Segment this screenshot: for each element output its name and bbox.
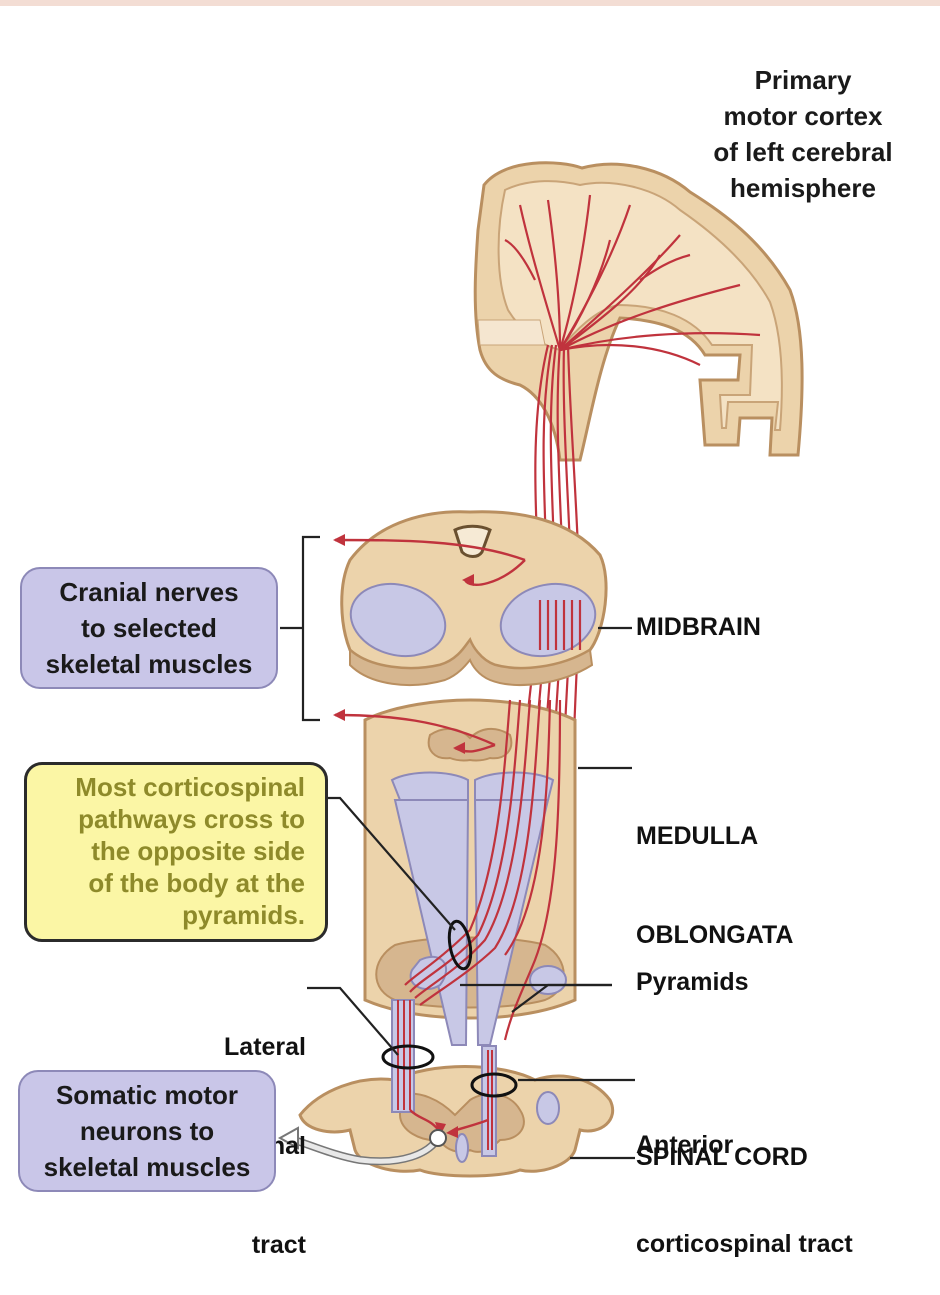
medulla-line: OBLONGATA xyxy=(636,921,794,949)
cortex-label-line: Primary xyxy=(754,65,852,95)
spinal-cord-section xyxy=(277,999,615,1178)
medulla-section xyxy=(333,698,577,1046)
medulla-line: MEDULLA xyxy=(636,822,759,850)
pyramids-label: Pyramids xyxy=(636,968,749,996)
cerebral-cortex-section xyxy=(473,161,804,462)
cranial-nerves-line: Cranial nerves xyxy=(59,577,239,607)
crossing-note-line: of the body at the xyxy=(88,868,305,898)
somatic-motor-line: neurons to xyxy=(79,1116,215,1146)
crossing-note-line: pyramids. xyxy=(182,900,305,930)
primary-motor-cortex-label: Primary motor cortex of left cerebral he… xyxy=(693,62,913,206)
cortex-label-line: hemisphere xyxy=(730,173,876,203)
cranial-nerves-line: skeletal muscles xyxy=(45,649,253,679)
anterior-corticospinal-tract-label: Anterior corticospinal tract xyxy=(636,1063,853,1294)
crossing-note-line: the opposite side xyxy=(91,836,305,866)
cortex-label-line: motor cortex xyxy=(723,101,883,131)
somatic-motor-neurons-label: Somatic motor neurons to skeletal muscle… xyxy=(18,1070,276,1192)
somatic-motor-line: Somatic motor xyxy=(55,1080,238,1110)
cranial-nerves-line: to selected xyxy=(81,613,217,643)
medulla-oblongata-label: MEDULLA OBLONGATA xyxy=(636,754,793,985)
midbrain-label: MIDBRAIN xyxy=(636,613,761,641)
lateral-tract-line: tract xyxy=(251,1231,306,1259)
cortex-label-line: of left cerebral xyxy=(713,137,893,167)
midbrain-section xyxy=(333,510,608,686)
crossing-note-line: pathways cross to xyxy=(78,804,305,834)
corticospinal-diagram xyxy=(277,161,804,1178)
leader-lines xyxy=(280,535,635,1160)
anterior-tract-line: corticospinal tract xyxy=(636,1230,853,1258)
spinal-cord-label: SPINAL CORD xyxy=(636,1143,808,1171)
crossing-note-line: Most corticospinal xyxy=(75,772,305,802)
lateral-tract-line: Lateral xyxy=(224,1033,306,1061)
cranial-nerves-label: Cranial nerves to selected skeletal musc… xyxy=(20,567,278,689)
crossing-note: Most corticospinal pathways cross to the… xyxy=(24,762,328,942)
somatic-motor-line: skeletal muscles xyxy=(43,1152,251,1182)
top-strip xyxy=(0,0,940,6)
anterior-tract-line: Anterior xyxy=(636,1131,734,1159)
